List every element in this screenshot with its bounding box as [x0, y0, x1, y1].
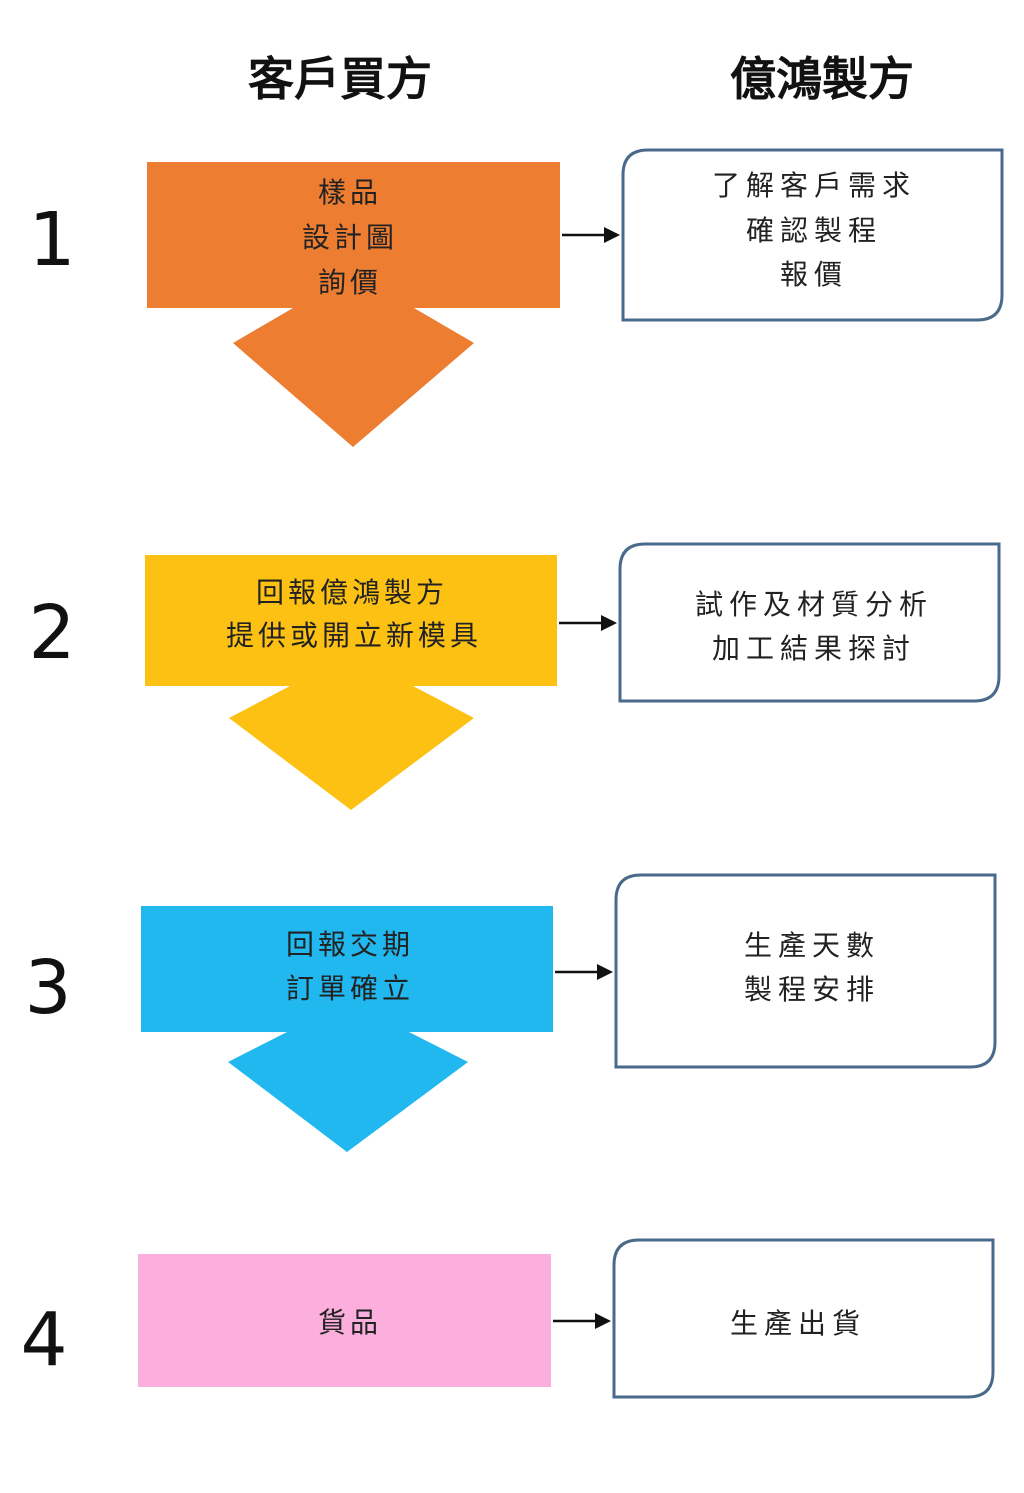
step-1-connector-arrowhead — [604, 227, 620, 243]
step-1-client-arrow — [147, 162, 560, 447]
step-3-number: 3 — [24, 945, 71, 1031]
step-1-maker-line-1: 了解客戶需求 — [712, 169, 916, 202]
step-3-connector-arrowhead — [597, 964, 613, 980]
step-2-client-arrow — [145, 555, 557, 810]
step-2-number: 2 — [28, 590, 75, 676]
step-1-client-line-3: 詢價 — [318, 266, 382, 299]
step-2-client-line-2: 提供或開立新模具 — [226, 619, 482, 652]
step-2-maker-line-1: 試作及材質分析 — [695, 588, 933, 621]
step-1-client-line-1: 樣品 — [318, 176, 382, 209]
step-3: 3 回報交期 訂單確立 生產天數 製程安排 — [24, 873, 997, 1152]
step-3-maker-line-1: 生產天數 — [744, 929, 880, 962]
step-4-connector-arrowhead — [595, 1313, 611, 1329]
step-4-maker-line-1: 生產出貨 — [730, 1307, 866, 1340]
step-2-maker-box — [618, 542, 1001, 703]
step-4-client-box — [138, 1254, 551, 1387]
step-4-number: 4 — [20, 1297, 67, 1383]
step-1-number: 1 — [28, 197, 75, 283]
step-4-client-line-1: 貨品 — [318, 1306, 382, 1339]
step-1-maker-line-2: 確認製程 — [746, 214, 882, 247]
step-2-client-line-1: 回報億鴻製方 — [256, 576, 448, 609]
step-1-client-line-2: 設計圖 — [302, 221, 398, 254]
step-4-maker-box — [612, 1238, 995, 1399]
step-3-client-line-2: 訂單確立 — [286, 972, 414, 1005]
step-2-connector-arrowhead — [601, 615, 617, 631]
step-1-maker-box — [621, 148, 1004, 322]
step-2-maker-line-2: 加工結果探討 — [712, 632, 916, 665]
step-3-client-arrow — [141, 906, 553, 1152]
client-column-header: 客戶買方 — [248, 52, 432, 106]
step-4: 4 貨品 生產出貨 — [20, 1238, 995, 1399]
step-3-maker-line-2: 製程安排 — [744, 973, 880, 1006]
step-3-client-line-1: 回報交期 — [286, 928, 414, 961]
step-2: 2 回報億鴻製方 提供或開立新模具 試作及材質分析 加工結果探討 — [28, 542, 1001, 810]
step-1: 1 樣品 設計圖 詢價 了解客戶需求 確認製程 報價 — [28, 148, 1004, 447]
step-1-maker-line-3: 報價 — [780, 258, 848, 291]
step-3-maker-box — [614, 873, 997, 1069]
maker-column-header: 億鴻製方 — [730, 52, 914, 106]
